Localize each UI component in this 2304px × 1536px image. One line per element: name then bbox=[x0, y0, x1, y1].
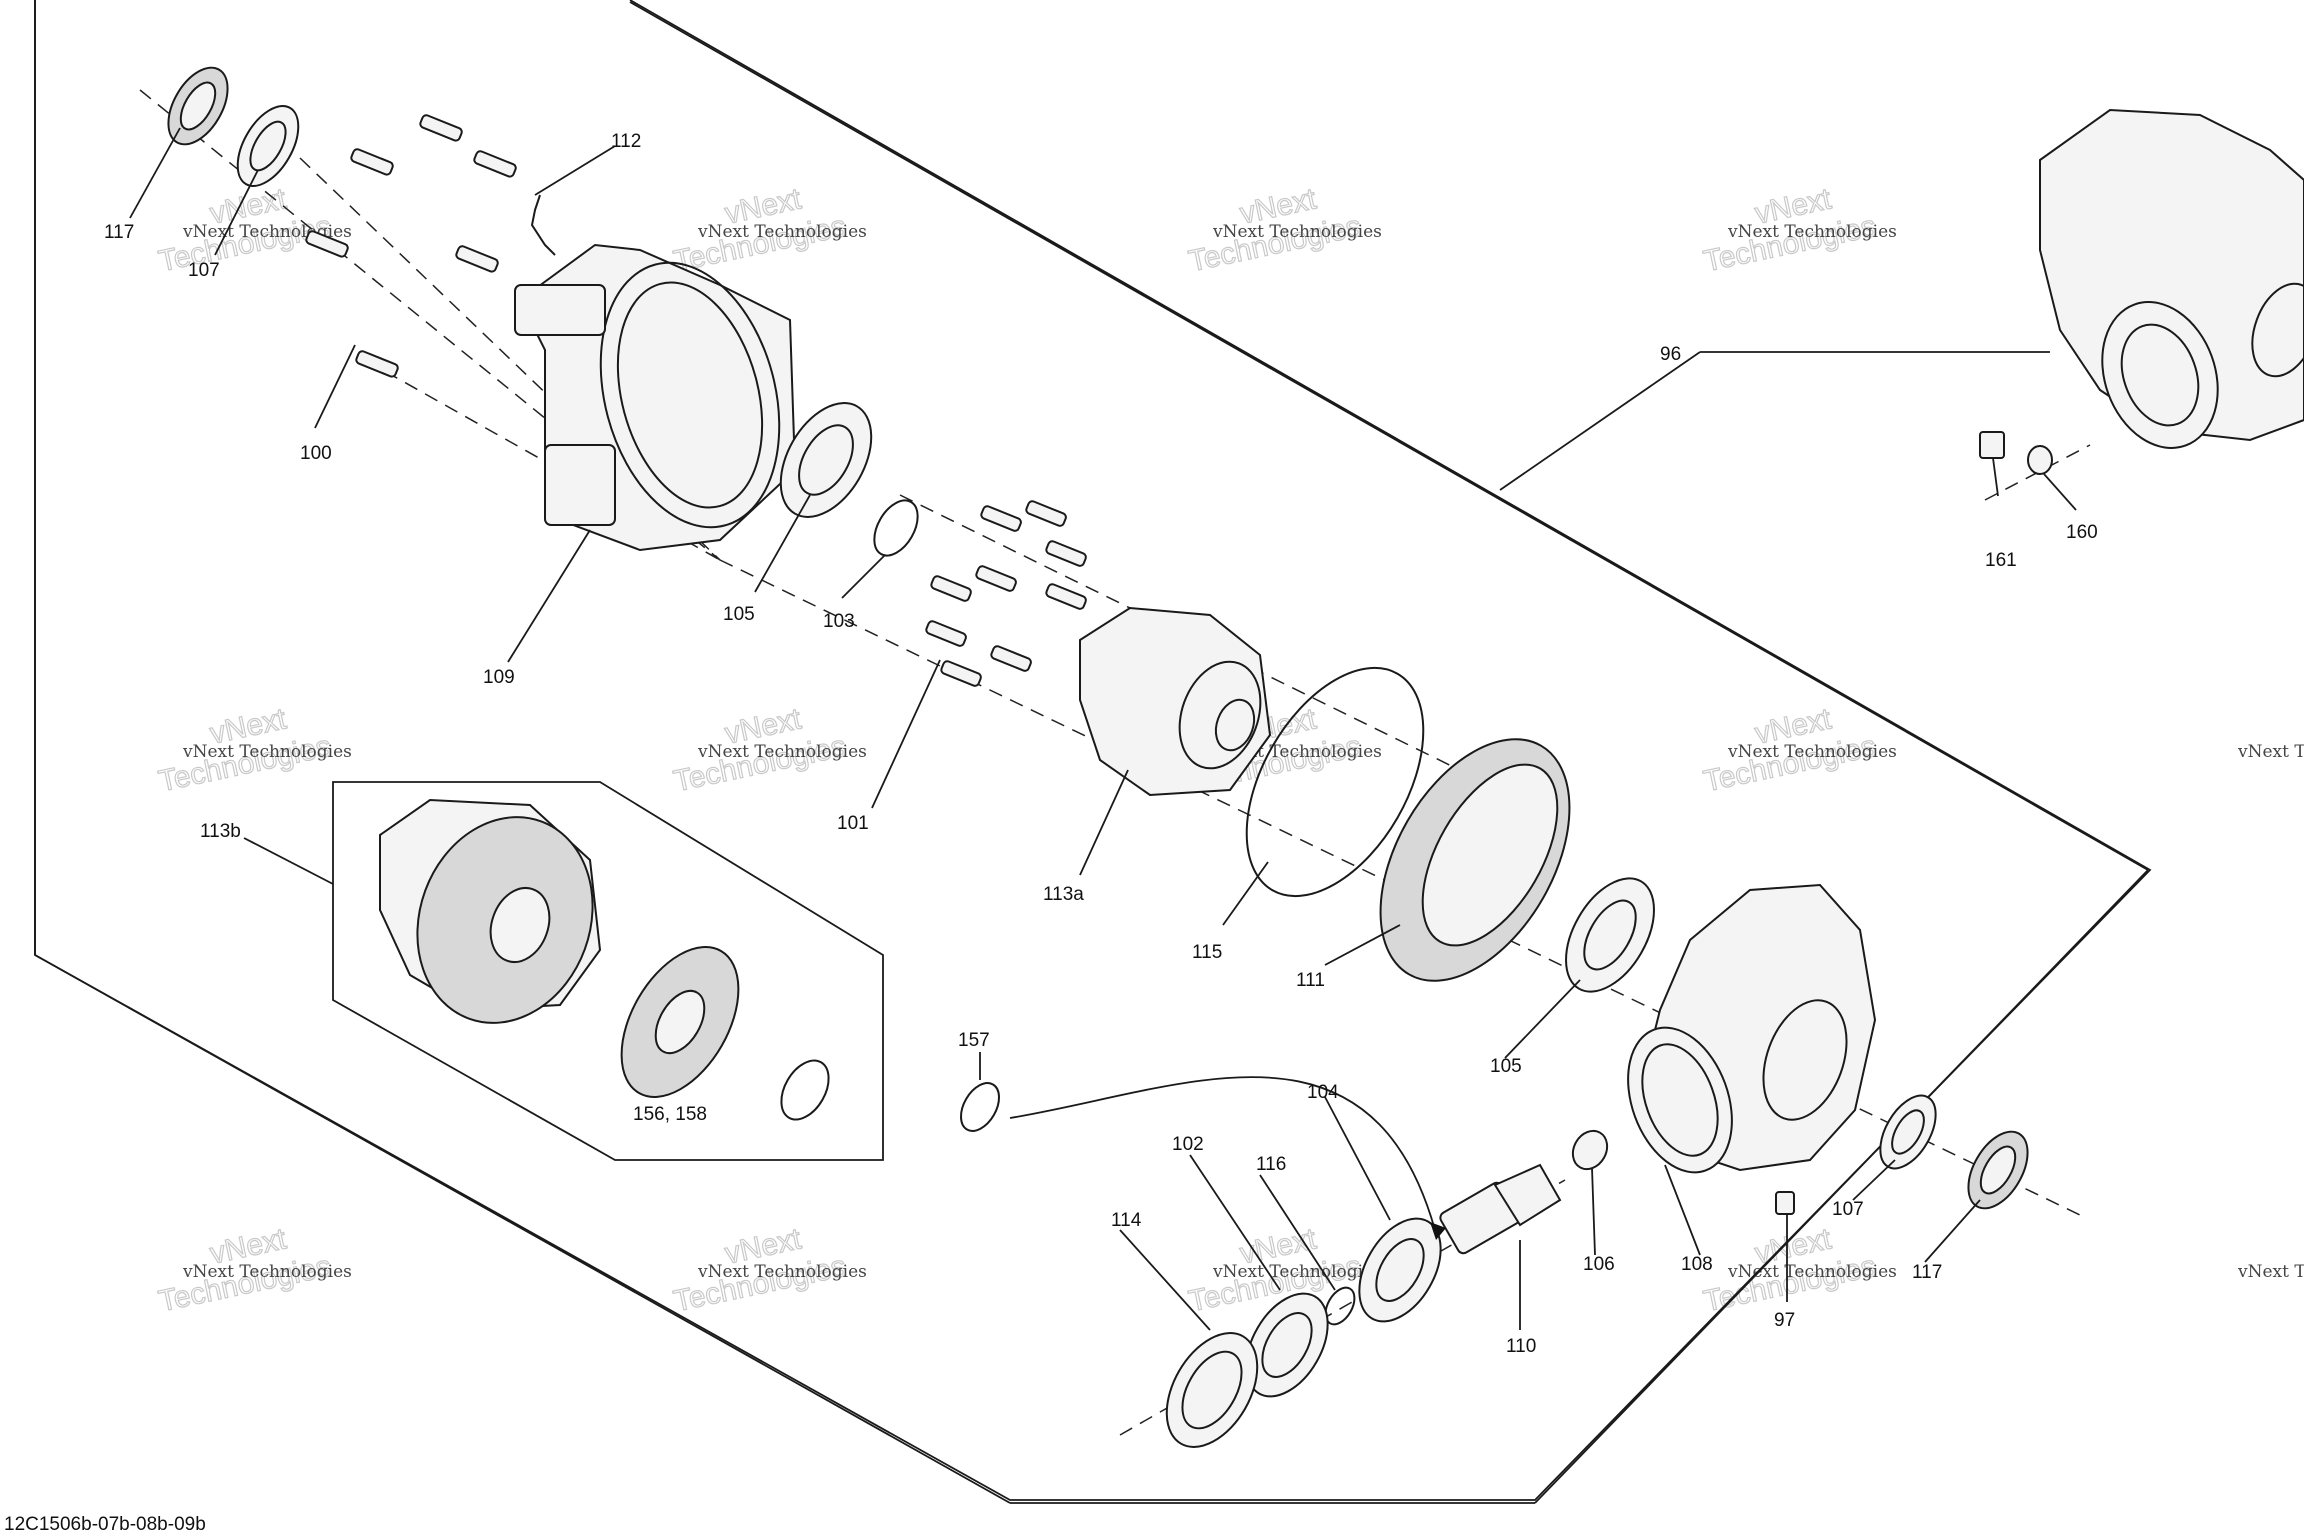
arrowhead bbox=[1430, 1222, 1446, 1240]
callout-105-upper: 105 bbox=[723, 604, 755, 625]
ring-103 bbox=[873, 499, 919, 557]
ring-157-path-arrow bbox=[1009, 1076, 1436, 1231]
callout-157: 157 bbox=[958, 1030, 990, 1051]
bearing-107-lower bbox=[1879, 1094, 1937, 1170]
watermark-text: vNext Technologies bbox=[1212, 222, 1382, 242]
seal-114 bbox=[1165, 1332, 1259, 1448]
washer-160 bbox=[2027, 445, 2053, 475]
callout-107-top: 107 bbox=[188, 260, 220, 281]
bearing-104 bbox=[1358, 1217, 1442, 1323]
boundary-lower-right bbox=[1534, 869, 2149, 1504]
watermark-text: vNext Technologies bbox=[1727, 1262, 1897, 1282]
callout-107-lower: 107 bbox=[1832, 1199, 1864, 1220]
callout-96: 96 bbox=[1660, 344, 1681, 365]
callout-113b: 113b bbox=[200, 821, 241, 842]
differential-113b bbox=[379, 798, 602, 1024]
watermark-text: vNext Technologies bbox=[182, 1262, 352, 1282]
assembly-boundary-edge bbox=[629, 1, 2149, 871]
callout-117-lower: 117 bbox=[1912, 1262, 1942, 1283]
callout-97: 97 bbox=[1774, 1310, 1795, 1331]
shim-156-158 bbox=[620, 946, 740, 1098]
bearing-105-lower bbox=[1565, 877, 1655, 993]
bolt-group-101 bbox=[925, 500, 1087, 687]
bearing-105-upper bbox=[779, 402, 873, 518]
needle-bearing-106 bbox=[1571, 1129, 1609, 1171]
ring-157 bbox=[960, 1082, 1000, 1132]
seal-117-lower bbox=[1967, 1130, 2029, 1210]
bolt-group-housing bbox=[305, 114, 517, 378]
callout-104: 104 bbox=[1307, 1082, 1339, 1103]
coupler-102 bbox=[1245, 1292, 1329, 1398]
circlip bbox=[780, 1059, 830, 1121]
watermark-text: vNext Technologies bbox=[1727, 222, 1897, 242]
callout-112: 112 bbox=[611, 131, 641, 152]
callout-106: 106 bbox=[1583, 1254, 1615, 1275]
watermark-text-edge: vNext Te bbox=[2237, 1262, 2304, 1282]
seal-117-top bbox=[167, 66, 229, 146]
differential-113a bbox=[1079, 606, 1272, 797]
watermark-text: vNext Technologies bbox=[697, 742, 867, 762]
watermark-text: vNext Technologies bbox=[182, 742, 352, 762]
callout-110: 110 bbox=[1506, 1336, 1536, 1357]
plug-161 bbox=[1979, 431, 2005, 459]
callout-160: 160 bbox=[2066, 522, 2098, 543]
ring-gear-111 bbox=[1379, 738, 1571, 982]
callout-100: 100 bbox=[300, 443, 332, 464]
assembled-differential-96 bbox=[2039, 108, 2304, 449]
breather-tube-112 bbox=[530, 194, 556, 256]
callout-156-158: 156, 158 bbox=[633, 1104, 707, 1125]
watermark-text: vNext Technologies bbox=[697, 222, 867, 242]
oring-115 bbox=[1245, 666, 1425, 898]
watermark-text-edge: vNext Te bbox=[2237, 742, 2304, 762]
watermark-text: vNext Technologies bbox=[697, 1262, 867, 1282]
callout-113a: 113a bbox=[1043, 884, 1084, 905]
subassembly-113b-box bbox=[332, 781, 884, 1161]
callout-111: 111 bbox=[1296, 970, 1325, 991]
callout-103: 103 bbox=[823, 611, 855, 632]
leader-lines bbox=[129, 127, 2077, 1331]
callout-109: 109 bbox=[483, 667, 515, 688]
boundary-lower-left bbox=[34, 954, 1011, 1504]
figure-reference: 12C1506b-07b-08b-09b bbox=[4, 1514, 206, 1535]
housing-108 bbox=[1627, 883, 1877, 1174]
callout-101: 101 bbox=[837, 813, 869, 834]
callout-labels: 117 107 112 100 109 105 103 101 113a 113… bbox=[104, 131, 2098, 1357]
watermark-text: vNext Technologies bbox=[1212, 1262, 1382, 1282]
callout-116: 116 bbox=[1256, 1154, 1286, 1175]
callout-117-top: 117 bbox=[104, 222, 134, 243]
callout-102: 102 bbox=[1172, 1134, 1204, 1155]
callout-105-lower: 105 bbox=[1490, 1056, 1522, 1077]
housing-109 bbox=[514, 243, 797, 552]
pinion-110 bbox=[1439, 1163, 1562, 1255]
callout-108: 108 bbox=[1681, 1254, 1713, 1275]
callout-161: 161 bbox=[1985, 550, 2017, 571]
bearing-107-top bbox=[236, 105, 300, 187]
drain-plug-97 bbox=[1775, 1191, 1795, 1215]
watermark-text: vNext Technologies bbox=[1727, 742, 1897, 762]
ring-116 bbox=[1324, 1286, 1356, 1326]
callout-115: 115 bbox=[1192, 942, 1222, 963]
callout-114: 114 bbox=[1111, 1210, 1142, 1231]
